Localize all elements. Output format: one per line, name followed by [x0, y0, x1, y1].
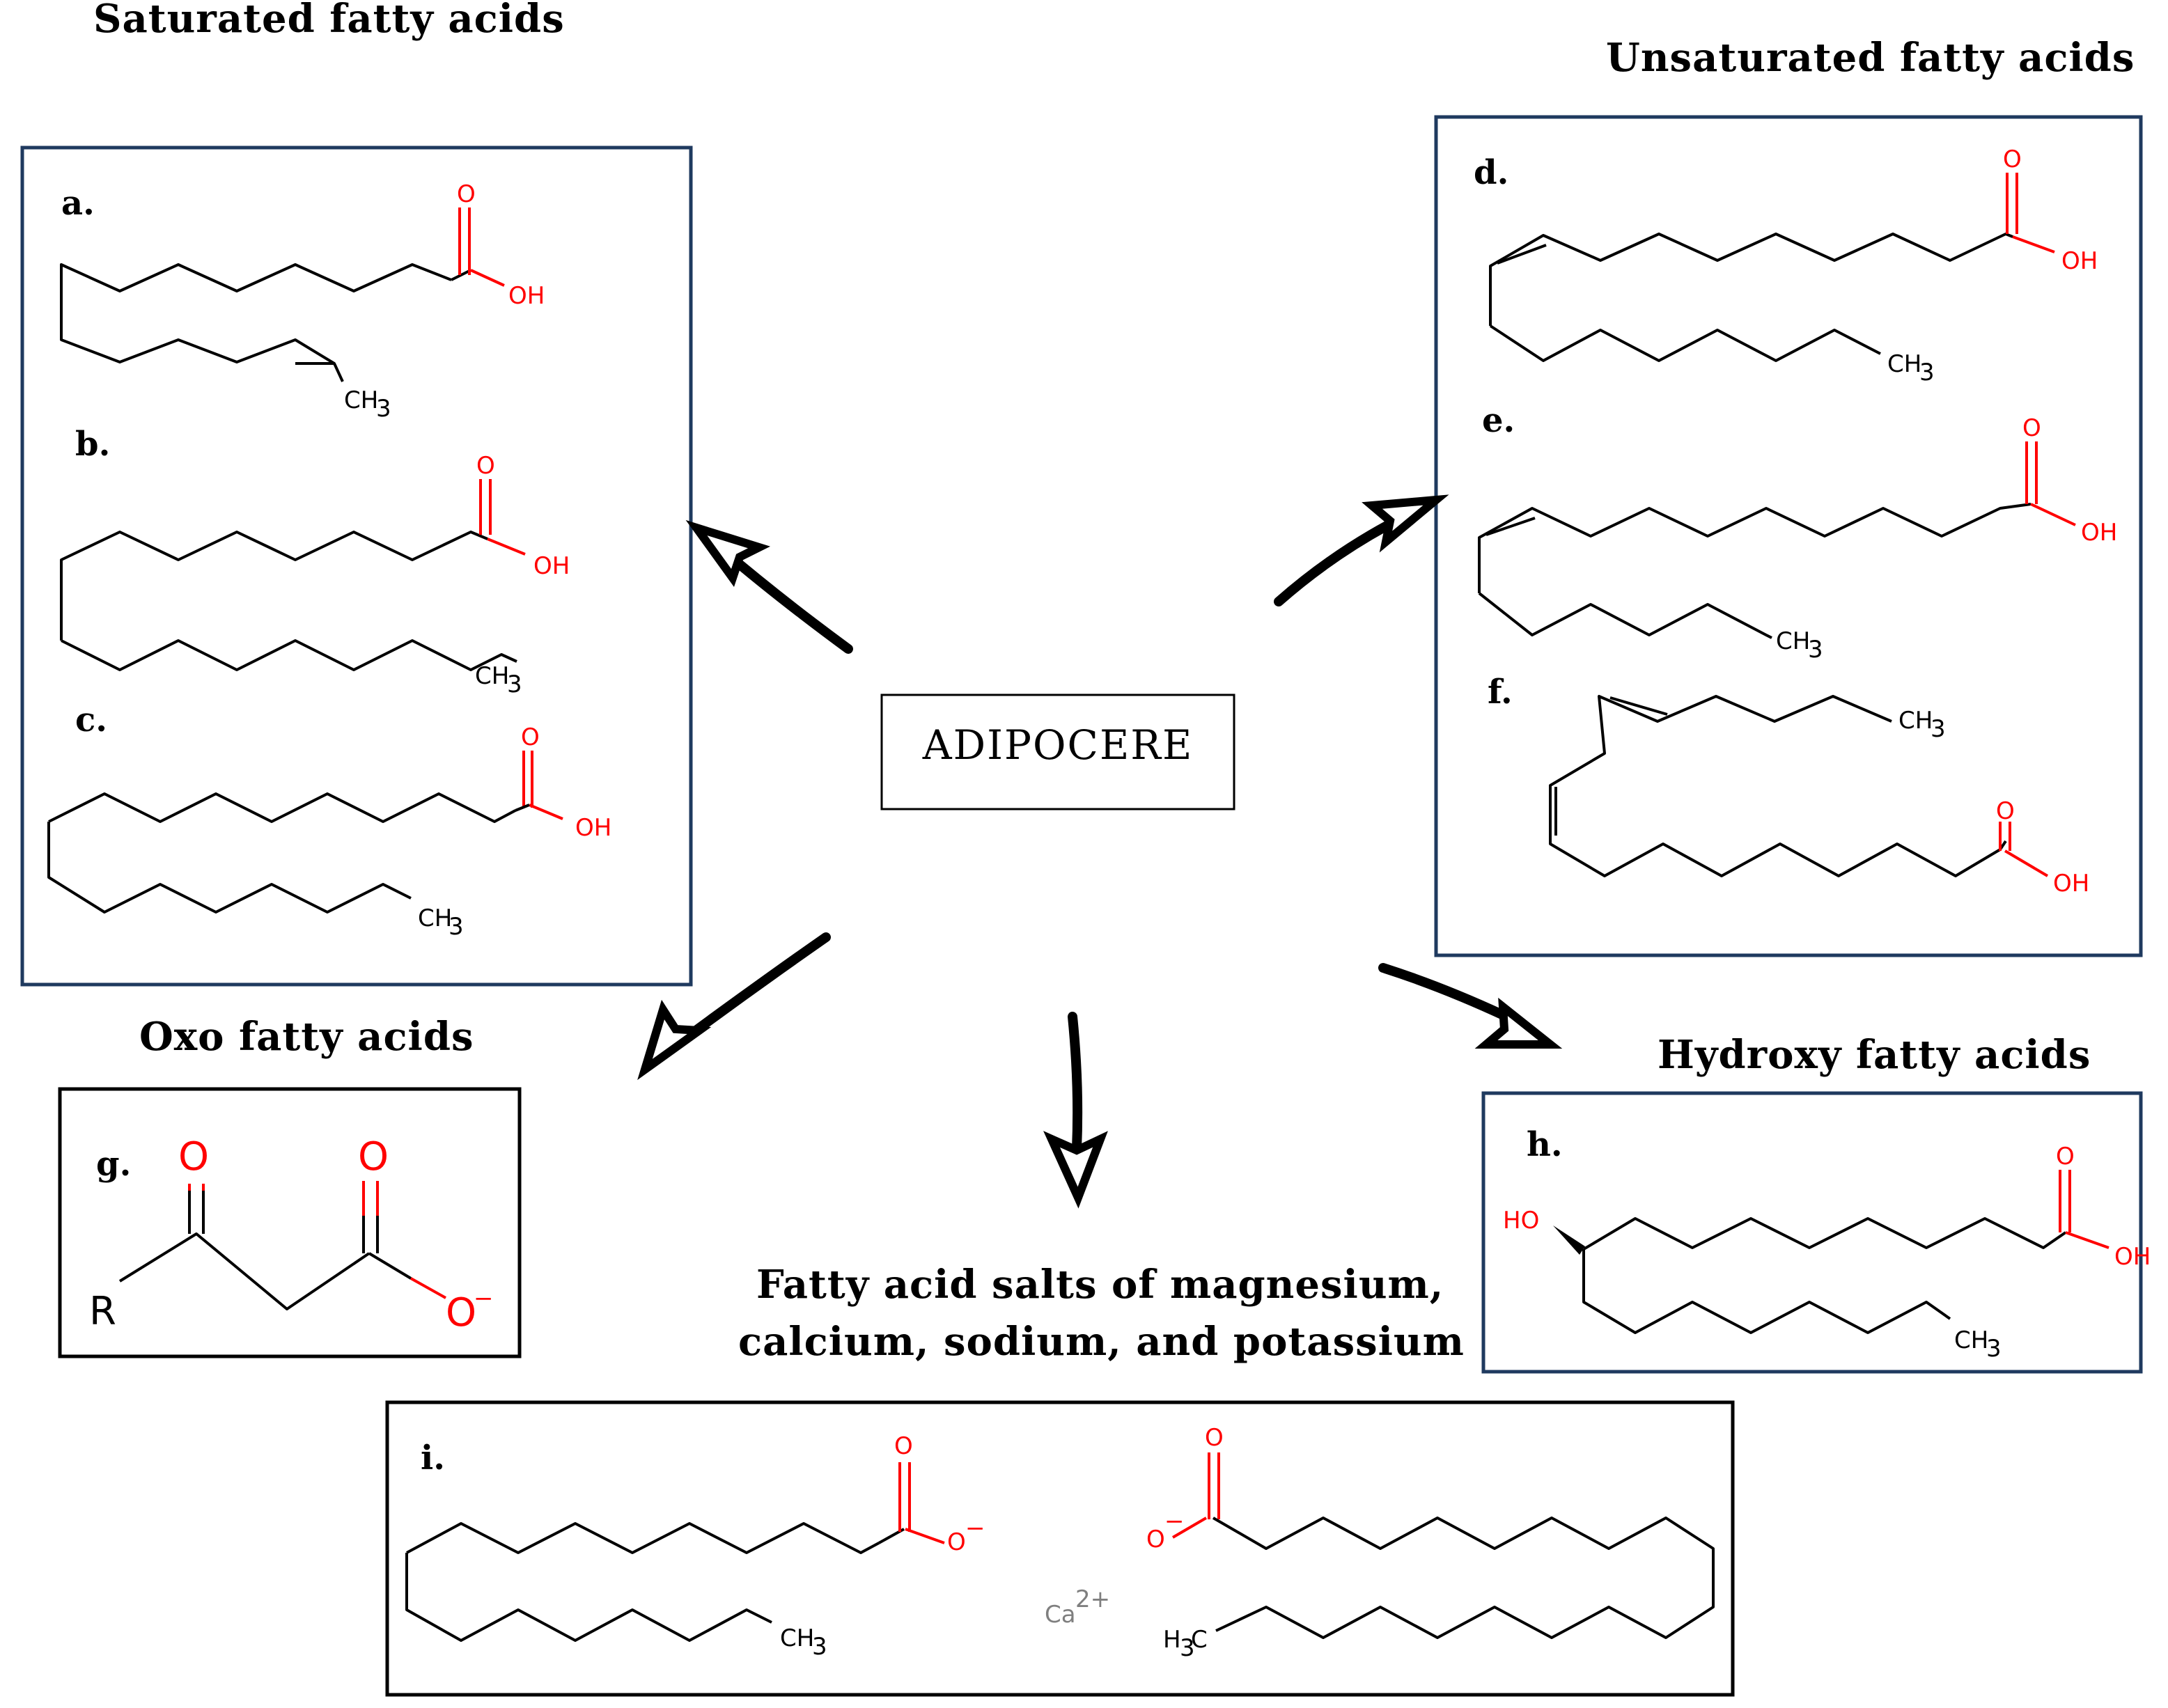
- i-right-oxygen: O: [1205, 1424, 1224, 1452]
- i-left-minus: −: [965, 1514, 985, 1542]
- d-oxygen: O: [2003, 146, 2022, 173]
- adipocere-box: [880, 694, 1235, 810]
- arrow-head-unsaturated: [1362, 494, 1449, 553]
- arrow-head-hydroxy: [1474, 997, 1563, 1049]
- label-d: d.: [1474, 153, 1508, 192]
- c-hydroxyl: OH: [575, 814, 611, 842]
- i-left-methyl: CH: [780, 1624, 814, 1652]
- arrow-head-oxo: [637, 999, 712, 1081]
- f-oxygen: O: [1996, 797, 2015, 825]
- label-b: b.: [75, 425, 110, 464]
- h-hydroxy-group: HO: [1503, 1207, 1539, 1235]
- d-methyl: CH: [1887, 350, 1921, 378]
- label-a: a.: [61, 184, 95, 223]
- oxo-box: [58, 1087, 522, 1358]
- c-methyl-sub: 3: [449, 913, 464, 941]
- salts-title-line2: calcium, sodium, and potassium: [738, 1319, 1465, 1365]
- i-right-carboxylate: O: [1146, 1526, 1165, 1553]
- e-methyl-sub: 3: [1808, 636, 1823, 664]
- hydroxy-box: [1481, 1091, 2143, 1374]
- c-methyl: CH: [418, 904, 452, 932]
- h-hydroxyl: OH: [2114, 1243, 2151, 1271]
- f-methyl: CH: [1898, 707, 1933, 735]
- saturated-title: Saturated fatty acids: [93, 0, 565, 42]
- calcium-ion: Ca: [1045, 1601, 1076, 1629]
- g-minus: −: [474, 1285, 494, 1313]
- g-ketone-oxygen: O: [178, 1134, 209, 1180]
- label-f: f.: [1488, 673, 1513, 712]
- a-hydroxyl: OH: [508, 282, 545, 310]
- label-i: i.: [421, 1439, 445, 1478]
- i-right-c: C: [1191, 1626, 1208, 1654]
- e-hydroxyl: OH: [2081, 519, 2117, 547]
- a-methyl: CH: [344, 386, 378, 414]
- molecule-d: d. O OH CH 3: [1474, 146, 2098, 386]
- salts-title-line1: Fatty acid salts of magnesium,: [756, 1262, 1444, 1308]
- unsaturated-title: Unsaturated fatty acids: [1606, 35, 2135, 81]
- i-left-methyl-sub: 3: [812, 1633, 827, 1661]
- e-methyl: CH: [1776, 627, 1810, 655]
- molecule-g: g. O O O − R: [89, 1134, 494, 1335]
- molecule-f: f. O OH CH 3: [1488, 673, 2089, 898]
- h-oxygen: O: [2056, 1143, 2075, 1170]
- molecule-i: i. O O − CH 3 Ca 2+ O O − H 3 C: [405, 1424, 1715, 1662]
- g-carboxylate-oxygen: O: [446, 1290, 476, 1335]
- arrow-to-salts: [1068, 1012, 1083, 1154]
- arrow-head-saturated: [685, 519, 771, 588]
- b-hydroxyl: OH: [533, 552, 570, 580]
- b-methyl: CH: [475, 662, 509, 690]
- i-right-h: H: [1163, 1626, 1181, 1654]
- c-oxygen: O: [521, 723, 540, 751]
- a-oxygen: O: [457, 180, 476, 208]
- arrow-to-hydroxy: [1378, 963, 1523, 1027]
- label-g: g.: [96, 1145, 131, 1184]
- b-oxygen: O: [476, 452, 495, 480]
- oxo-title: Oxo fatty acids: [139, 1014, 474, 1060]
- molecule-a: a. O OH CH 3: [60, 180, 545, 423]
- h-methyl-sub: 3: [1986, 1335, 2002, 1363]
- i-right-sub3: 3: [1180, 1634, 1195, 1662]
- h-wedge-bond: [1553, 1225, 1585, 1255]
- h-methyl: CH: [1954, 1326, 1988, 1354]
- label-h: h.: [1527, 1125, 1563, 1164]
- b-methyl-sub: 3: [507, 671, 522, 698]
- salts-box: [385, 1400, 1735, 1697]
- f-hydroxyl: OH: [2053, 870, 2089, 898]
- i-left-carboxylate: O: [947, 1528, 966, 1556]
- adipocere-label: ADIPOCERE: [922, 721, 1194, 769]
- f-methyl-sub: 3: [1931, 715, 1946, 743]
- calcium-charge: 2+: [1075, 1585, 1110, 1613]
- molecule-e: e. O OH CH 3: [1478, 401, 2117, 664]
- e-oxygen: O: [2022, 414, 2041, 442]
- g-carboxyl-oxygen: O: [358, 1134, 389, 1180]
- arrow-head-salts: [1043, 1131, 1108, 1209]
- molecule-b: b. O OH CH 3: [60, 425, 570, 698]
- i-right-minus: −: [1164, 1507, 1185, 1535]
- unsaturated-box: [1434, 115, 2143, 957]
- hydroxy-title: Hydroxy fatty acids: [1658, 1032, 2091, 1078]
- i-left-oxygen: O: [894, 1432, 913, 1460]
- label-e: e.: [1482, 401, 1515, 440]
- a-methyl-sub: 3: [376, 395, 391, 423]
- molecule-h: h. HO O OH CH 3: [1503, 1125, 2151, 1363]
- saturated-box: [20, 146, 693, 987]
- arrow-to-saturated: [719, 547, 853, 654]
- label-c: c.: [75, 700, 107, 739]
- d-hydroxyl: OH: [2061, 247, 2098, 275]
- molecule-c: c. O OH CH 3: [47, 700, 611, 941]
- g-r-group: R: [89, 1289, 116, 1334]
- d-methyl-sub: 3: [1919, 359, 1935, 386]
